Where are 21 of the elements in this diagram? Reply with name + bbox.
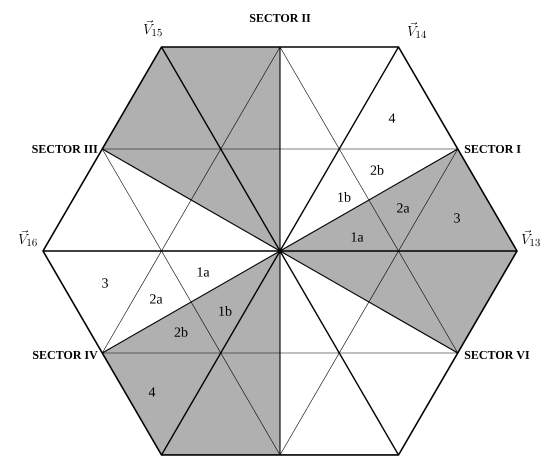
region-label: 1a: [198, 267, 210, 277]
vector-label: $\vec{V}_{15}$: [144, 20, 162, 36]
vector-label: $\vec{V}_{14}$: [408, 22, 426, 38]
vector-label: $\vec{V}_{16}$: [18, 230, 37, 246]
region-label: 2b: [370, 165, 384, 175]
sector-label: SECTOR II: [250, 14, 310, 22]
region-label: 3: [102, 278, 108, 288]
sector-label: SECTOR III: [32, 144, 98, 154]
region-label: 1b: [338, 192, 350, 202]
region-label: 3: [454, 213, 460, 223]
region-label: 2b: [174, 327, 188, 337]
sector-label: SECTOR IV: [32, 350, 98, 360]
vector-label: $\vec{V}_{13}$: [522, 230, 540, 246]
region-label: 2a: [397, 203, 410, 213]
region-label: 4: [388, 113, 396, 123]
sector-label: SECTOR I: [464, 144, 521, 154]
region-label: 4: [148, 387, 156, 397]
sector-label: SECTOR VI: [464, 350, 530, 360]
region-label: 1a: [352, 232, 364, 242]
region-label: 1b: [219, 306, 232, 316]
region-label: 2a: [150, 294, 162, 304]
